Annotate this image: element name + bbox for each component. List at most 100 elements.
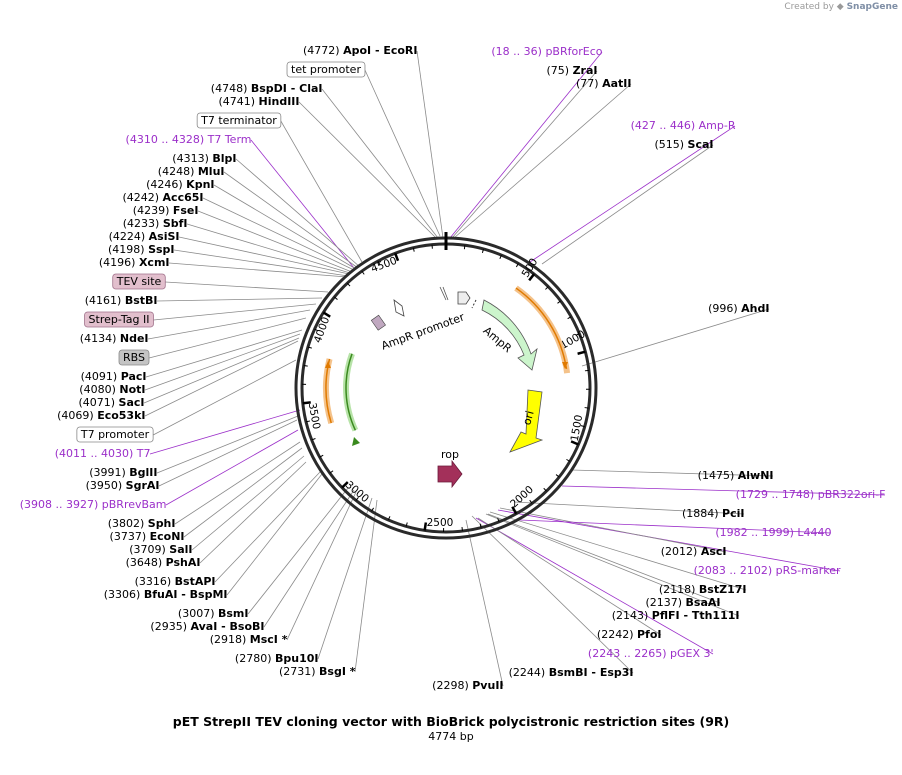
label-56: (77) AatII xyxy=(576,77,631,90)
leader-line xyxy=(156,297,323,302)
label-27: (3950) SgrAI xyxy=(86,479,160,492)
label-35: (3007) BsmI xyxy=(178,607,249,620)
label-name: MscI * xyxy=(250,633,288,646)
label-name: AlwNI xyxy=(738,469,774,482)
label-position: (4239) xyxy=(133,204,173,217)
ruler-tick xyxy=(566,458,571,462)
ruler-tick xyxy=(580,425,585,428)
label-41: (2244) BsmBI - Esp3I xyxy=(509,666,634,679)
label-7: (4248) MluI xyxy=(158,165,225,178)
ruler-tick xyxy=(555,474,560,478)
label-position: (515) xyxy=(654,138,687,151)
leader-line xyxy=(364,69,441,237)
leader-line xyxy=(145,329,303,378)
leader-line xyxy=(178,236,350,275)
label-name: SspI xyxy=(148,243,174,256)
leader-line xyxy=(471,515,634,674)
restriction-site-label: (4134) NdeI xyxy=(80,332,149,345)
ampr-arrow xyxy=(481,299,538,371)
ruler-tick xyxy=(303,364,308,367)
label-22: (4071) SacI xyxy=(78,396,144,409)
left-green-line xyxy=(345,353,357,431)
leader-line xyxy=(571,469,774,477)
backbone-outer-circle xyxy=(294,236,598,540)
label-38: (2780) Bpu10I xyxy=(235,652,319,665)
label-37: (2918) MscI * xyxy=(210,633,288,646)
ruler-tick xyxy=(302,401,311,405)
ruler-tick xyxy=(557,300,561,304)
label-position: (2242) xyxy=(597,628,637,641)
leader-line xyxy=(581,308,770,367)
feature-box xyxy=(112,273,166,290)
label-name: Bpu10I xyxy=(275,652,319,665)
label-position: (4741) xyxy=(218,95,258,108)
label-4: T7 terminator xyxy=(196,112,282,129)
label-position: (2935) xyxy=(150,620,190,633)
label-position: (18 .. 36) xyxy=(491,45,545,58)
label-position: (3908 .. 3927) xyxy=(20,498,102,511)
label-11: (4233) SbfI xyxy=(123,217,188,230)
leader-line xyxy=(183,447,303,538)
ruler-tick-label: 3500 xyxy=(306,402,322,430)
label-position: (4091) xyxy=(81,370,121,383)
leader-line xyxy=(529,125,736,263)
restriction-site-label: (2298) PvuII xyxy=(432,679,503,692)
primer-label: (18 .. 36) pBRforEco xyxy=(491,45,602,58)
leader-line xyxy=(144,340,299,417)
label-position: (3316) xyxy=(135,575,175,588)
leader-line xyxy=(143,337,300,404)
tet-promoter-box xyxy=(393,299,405,317)
ruler-tick xyxy=(529,499,533,504)
label-position: (4313) xyxy=(172,152,212,165)
left-orange-arrowhead xyxy=(325,361,331,368)
ruler-tick xyxy=(570,440,579,446)
label-position: (3306) xyxy=(104,588,144,601)
ruler-tick xyxy=(377,260,381,265)
label-24: T7 promoter xyxy=(76,426,154,443)
label-name: Eco53kI xyxy=(97,409,145,422)
restriction-site-label: (3648) PshAI xyxy=(126,556,201,569)
label-47: (2083 .. 2102) pRS-marker xyxy=(694,564,841,577)
label-position: (2244) xyxy=(509,666,549,679)
ruler-tick xyxy=(497,517,500,523)
restriction-site-label: (3709) SalI xyxy=(129,543,192,556)
ampr-orange-line xyxy=(515,287,568,370)
leader-line xyxy=(298,101,437,239)
ruler-tick xyxy=(394,252,400,262)
leader-line xyxy=(223,171,359,269)
primer-label: (3908 .. 3927) pBRrevBam xyxy=(20,498,167,511)
leader-line xyxy=(477,517,662,636)
label-position: (2731) xyxy=(279,665,319,678)
label-0: (4772) ApoI - EcoRI xyxy=(303,44,418,57)
label-name: BsgI * xyxy=(319,665,356,678)
label-39: (2731) BsgI * xyxy=(279,665,356,678)
feature-box-label: tet promoter xyxy=(291,63,361,76)
label-14: (4196) XcmI xyxy=(99,256,170,269)
leader-line xyxy=(475,517,714,655)
restriction-site-label: (2242) PfoI xyxy=(597,628,662,641)
feature-box-label: TEV site xyxy=(116,275,162,288)
ruler-tick xyxy=(584,407,589,409)
label-name: pRS-marker xyxy=(776,564,841,577)
label-45: (2137) BsaAI xyxy=(645,596,720,609)
ruler-tick xyxy=(329,470,334,474)
label-position: (4071) xyxy=(78,396,118,409)
restriction-site-label: (515) ScaI xyxy=(654,138,713,151)
primer-label: (1982 .. 1999) L4440 xyxy=(715,526,831,539)
label-34: (3306) BfuAI - BspMI xyxy=(104,588,228,601)
label-12: (4224) AsiSI xyxy=(109,230,180,243)
ruler-tick xyxy=(479,523,482,528)
leader-line xyxy=(485,513,740,617)
label-33: (3316) BstAPI xyxy=(135,575,216,588)
restriction-site-label: (4069) Eco53kI xyxy=(57,409,145,422)
label-name: BfuAI - BspMI xyxy=(144,588,228,601)
ruler-tick xyxy=(314,328,319,332)
feature-box xyxy=(118,349,150,366)
leader-line xyxy=(156,415,299,474)
ori-label: ori xyxy=(520,409,536,426)
restriction-site-label: (3007) BsmI xyxy=(178,607,249,620)
label-position: (4242) xyxy=(122,191,162,204)
label-5: (4310 .. 4328) T7 Term xyxy=(126,133,252,146)
label-position: (2918) xyxy=(210,633,250,646)
